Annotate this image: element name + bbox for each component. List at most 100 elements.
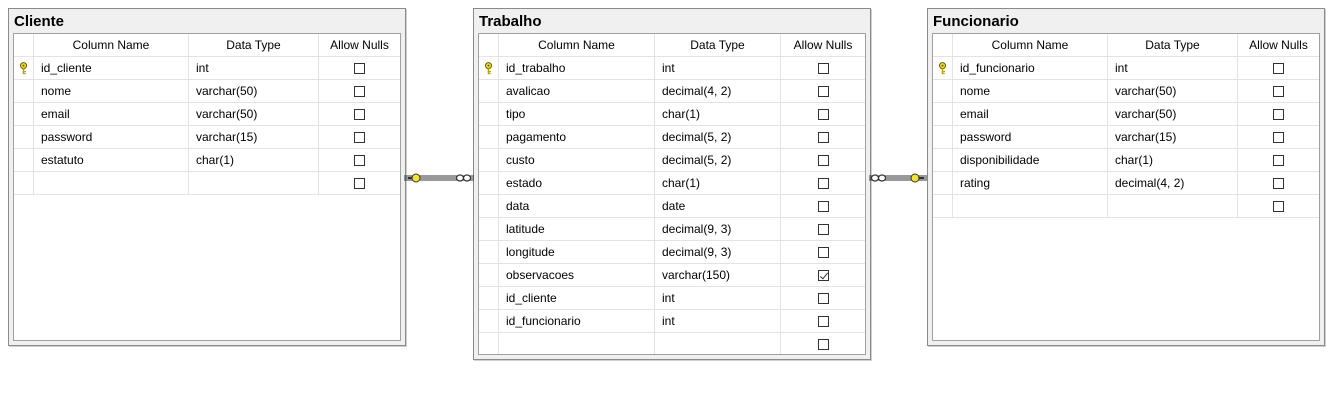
- allow-nulls-checkbox[interactable]: [1273, 200, 1284, 212]
- allow-nulls-checkbox[interactable]: [1273, 154, 1284, 166]
- allow-nulls-checkbox[interactable]: [817, 200, 829, 212]
- row-selector[interactable]: [933, 80, 953, 103]
- column-name-cell[interactable]: nome: [953, 80, 1108, 103]
- row-selector[interactable]: [479, 333, 499, 354]
- allow-nulls-checkbox[interactable]: [817, 269, 829, 281]
- data-type-cell[interactable]: varchar(50): [1108, 80, 1238, 103]
- data-type-cell[interactable]: decimal(5, 2): [655, 126, 781, 149]
- column-name-cell[interactable]: longitude: [499, 241, 655, 264]
- data-type-cell[interactable]: decimal(4, 2): [1108, 172, 1238, 195]
- allow-nulls-checkbox[interactable]: [354, 85, 365, 97]
- data-type-cell[interactable]: decimal(4, 2): [655, 80, 781, 103]
- data-type-cell[interactable]: char(1): [655, 172, 781, 195]
- column-name-cell[interactable]: [499, 333, 655, 354]
- allow-nulls-checkbox[interactable]: [817, 223, 829, 235]
- column-name-cell[interactable]: id_trabalho: [499, 57, 655, 80]
- row-selector[interactable]: [933, 149, 953, 172]
- data-type-cell[interactable]: decimal(9, 3): [655, 218, 781, 241]
- column-name-cell[interactable]: estado: [499, 172, 655, 195]
- data-type-cell[interactable]: int: [655, 287, 781, 310]
- column-name-cell[interactable]: nome: [34, 80, 189, 103]
- row-selector[interactable]: [479, 241, 499, 264]
- allow-nulls-checkbox[interactable]: [817, 292, 829, 304]
- row-selector[interactable]: [14, 149, 34, 172]
- column-name-cell[interactable]: latitude: [499, 218, 655, 241]
- data-type-cell[interactable]: char(1): [655, 103, 781, 126]
- column-name-cell[interactable]: id_funcionario: [499, 310, 655, 333]
- column-name-cell[interactable]: tipo: [499, 103, 655, 126]
- column-name-cell[interactable]: id_funcionario: [953, 57, 1108, 80]
- column-name-cell[interactable]: [953, 195, 1108, 218]
- data-type-cell[interactable]: decimal(9, 3): [655, 241, 781, 264]
- allow-nulls-checkbox[interactable]: [1273, 85, 1284, 97]
- column-name-cell[interactable]: avalicao: [499, 80, 655, 103]
- data-type-cell[interactable]: decimal(5, 2): [655, 149, 781, 172]
- column-name-cell[interactable]: observacoes: [499, 264, 655, 287]
- relationship-funcionario-trabalho[interactable]: [869, 170, 927, 186]
- allow-nulls-checkbox[interactable]: [817, 246, 829, 258]
- row-selector[interactable]: [933, 103, 953, 126]
- column-name-cell[interactable]: id_cliente: [499, 287, 655, 310]
- data-type-cell[interactable]: char(1): [1108, 149, 1238, 172]
- data-type-cell[interactable]: [1108, 195, 1238, 218]
- column-name-cell[interactable]: pagamento: [499, 126, 655, 149]
- allow-nulls-checkbox[interactable]: [354, 108, 365, 120]
- column-name-cell[interactable]: rating: [953, 172, 1108, 195]
- row-selector[interactable]: [479, 149, 499, 172]
- relationship-cliente-trabalho[interactable]: [404, 170, 474, 186]
- allow-nulls-checkbox[interactable]: [817, 154, 829, 166]
- row-selector[interactable]: [933, 195, 953, 218]
- column-name-cell[interactable]: estatuto: [34, 149, 189, 172]
- allow-nulls-checkbox[interactable]: [817, 62, 829, 74]
- allow-nulls-checkbox[interactable]: [817, 338, 829, 350]
- column-name-cell[interactable]: password: [34, 126, 189, 149]
- allow-nulls-checkbox[interactable]: [354, 177, 365, 189]
- column-name-cell[interactable]: id_cliente: [34, 57, 189, 80]
- data-type-cell[interactable]: [655, 333, 781, 354]
- column-row[interactable]: [933, 195, 1319, 218]
- allow-nulls-checkbox[interactable]: [1273, 108, 1284, 120]
- data-type-cell[interactable]: int: [655, 310, 781, 333]
- row-selector[interactable]: [479, 103, 499, 126]
- row-selector[interactable]: [479, 310, 499, 333]
- data-type-cell[interactable]: int: [1108, 57, 1238, 80]
- row-selector[interactable]: [479, 126, 499, 149]
- allow-nulls-checkbox[interactable]: [817, 108, 829, 120]
- row-selector[interactable]: [933, 126, 953, 149]
- row-selector[interactable]: [479, 57, 499, 80]
- row-selector[interactable]: [14, 126, 34, 149]
- data-type-cell[interactable]: char(1): [189, 149, 319, 172]
- data-type-cell[interactable]: int: [189, 57, 319, 80]
- row-selector[interactable]: [479, 287, 499, 310]
- data-type-cell[interactable]: varchar(150): [655, 264, 781, 287]
- column-name-cell[interactable]: email: [953, 103, 1108, 126]
- column-name-cell[interactable]: disponibilidade: [953, 149, 1108, 172]
- data-type-cell[interactable]: date: [655, 195, 781, 218]
- row-selector[interactable]: [933, 172, 953, 195]
- row-selector[interactable]: [933, 57, 953, 80]
- row-selector[interactable]: [14, 80, 34, 103]
- data-type-cell[interactable]: [189, 172, 319, 195]
- data-type-cell[interactable]: varchar(15): [189, 126, 319, 149]
